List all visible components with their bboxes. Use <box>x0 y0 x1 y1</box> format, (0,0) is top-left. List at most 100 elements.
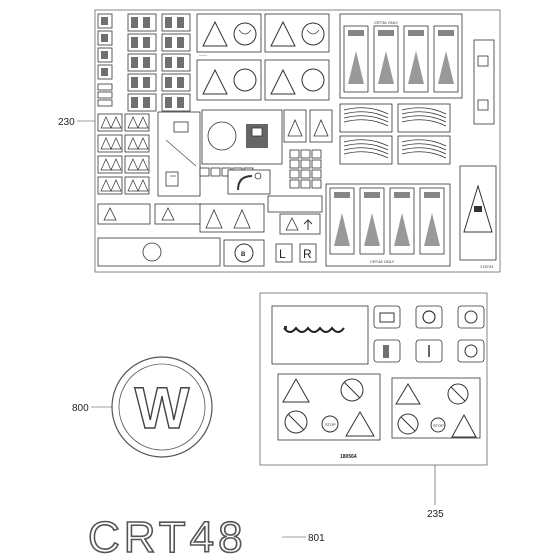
crt48-decal-group: CRT48 ONLY <box>325 183 451 267</box>
operator-control-decal <box>201 109 283 165</box>
small-icon-decal <box>97 91 113 99</box>
small-icon-mark <box>131 97 138 108</box>
small-icon-mark <box>101 34 108 42</box>
harness-line <box>401 147 447 155</box>
small-icon-mark <box>165 37 172 48</box>
logo-decal: W <box>111 356 213 458</box>
panel-figure <box>364 213 380 246</box>
warning-decal-pair-4 <box>264 59 330 101</box>
small-icon-mark <box>143 37 150 48</box>
triangle-mark <box>137 116 149 129</box>
triangle-mark <box>137 179 149 192</box>
triangle-pair-middle <box>283 109 333 143</box>
callout-801: 801 <box>282 533 325 544</box>
small-icon-mark <box>177 37 184 48</box>
safety-block-right: STOP <box>391 377 481 439</box>
temperature-icon <box>383 345 389 358</box>
small-icon-decal <box>97 99 113 107</box>
tiny-icon-decal <box>289 179 300 189</box>
panel-header <box>364 192 380 198</box>
crt36-decal-group: CRT36 ONLY <box>339 13 463 99</box>
harness-decals <box>339 103 451 165</box>
water-level-decal <box>271 305 369 365</box>
l-r-decals: L R <box>275 243 317 263</box>
tiny-icon-decal <box>311 169 322 179</box>
r-letter: R <box>303 247 312 261</box>
panel-header <box>424 192 440 198</box>
small-icon-mark <box>177 17 184 28</box>
panel-header <box>394 192 410 198</box>
icon-stack-top-left <box>97 13 191 112</box>
right-tall-decal <box>473 39 495 125</box>
tiny-icon-decal <box>311 179 322 189</box>
warning-decal-pair-2 <box>264 13 330 53</box>
harness-line <box>343 111 389 119</box>
large-warning-triangle <box>459 165 497 261</box>
arrow-decals <box>267 195 323 235</box>
small-icon-mark <box>165 97 172 108</box>
tiny-icon-decal <box>300 149 311 159</box>
tiny-icon-decal <box>311 159 322 169</box>
panel-figure <box>424 213 440 246</box>
harness-line <box>401 115 447 123</box>
tiny-icon-decal <box>289 169 300 179</box>
logo-inner-ring <box>118 363 206 451</box>
crt48-caption: CRT48 ONLY <box>370 259 395 264</box>
panel-header <box>378 30 394 36</box>
small-icon-mark <box>165 77 172 88</box>
triangle-mark <box>100 179 112 192</box>
small-icon-mark <box>131 57 138 68</box>
panel-figure <box>438 51 454 84</box>
small-icon-mark <box>165 17 172 28</box>
safety-block-left: STOP <box>277 373 381 441</box>
small-icon-mark <box>177 97 184 108</box>
tiny-icon-decal <box>300 179 311 189</box>
panel-figure <box>394 213 410 246</box>
triangle-warning-grid <box>97 113 150 195</box>
tiny-icon-decal <box>300 159 311 169</box>
bottom-long-decal <box>97 237 221 267</box>
small-icon-mark <box>143 77 150 88</box>
harness-line <box>401 143 447 151</box>
panel-header <box>348 30 364 36</box>
model-badge-text: CRT48 <box>88 513 247 560</box>
small-icon-decal <box>97 83 113 91</box>
tiny-icon-decal <box>300 169 311 179</box>
small-icon-mark <box>131 77 138 88</box>
warning-decal-pair-3 <box>196 59 262 101</box>
triangle-mark <box>110 137 122 150</box>
triangle-mark <box>110 158 122 171</box>
harness-line <box>343 143 389 151</box>
triangle-mark <box>137 158 149 171</box>
triangle-mark <box>110 179 122 192</box>
svg-text:——: —— <box>199 52 207 57</box>
crt36-caption: CRT36 ONLY <box>374 20 399 25</box>
panel-header <box>408 30 424 36</box>
callout-235: 235 <box>427 465 444 520</box>
bracket-decal <box>157 111 201 197</box>
panel-figure <box>334 213 350 246</box>
harness-line <box>343 139 389 147</box>
triangle-mark <box>100 116 112 129</box>
harness-line <box>401 107 447 115</box>
sheet-230-part-number: 178743 <box>480 264 494 269</box>
svg-text:STOP: STOP <box>325 422 336 427</box>
triangle-mark <box>127 137 139 150</box>
panel-figure <box>378 51 394 84</box>
harness-decal <box>339 135 393 165</box>
harness-line <box>343 151 389 159</box>
engine-icon <box>464 344 478 358</box>
callout-235-label: 235 <box>427 509 444 520</box>
lamp-icon <box>464 310 478 324</box>
small-icon-mark <box>101 51 108 59</box>
callout-800-label: 800 <box>72 403 89 414</box>
triangle-mark <box>127 179 139 192</box>
logo-glyph: W <box>135 376 190 441</box>
small-icon-mark <box>177 77 184 88</box>
harness-line <box>343 115 389 123</box>
small-icon-mark <box>143 57 150 68</box>
harness-line <box>343 119 389 127</box>
sheet-235-part-number: 180564 <box>340 454 357 460</box>
warning-decal-pair-1: —— <box>196 13 262 57</box>
callout-230: 230 <box>58 117 95 128</box>
